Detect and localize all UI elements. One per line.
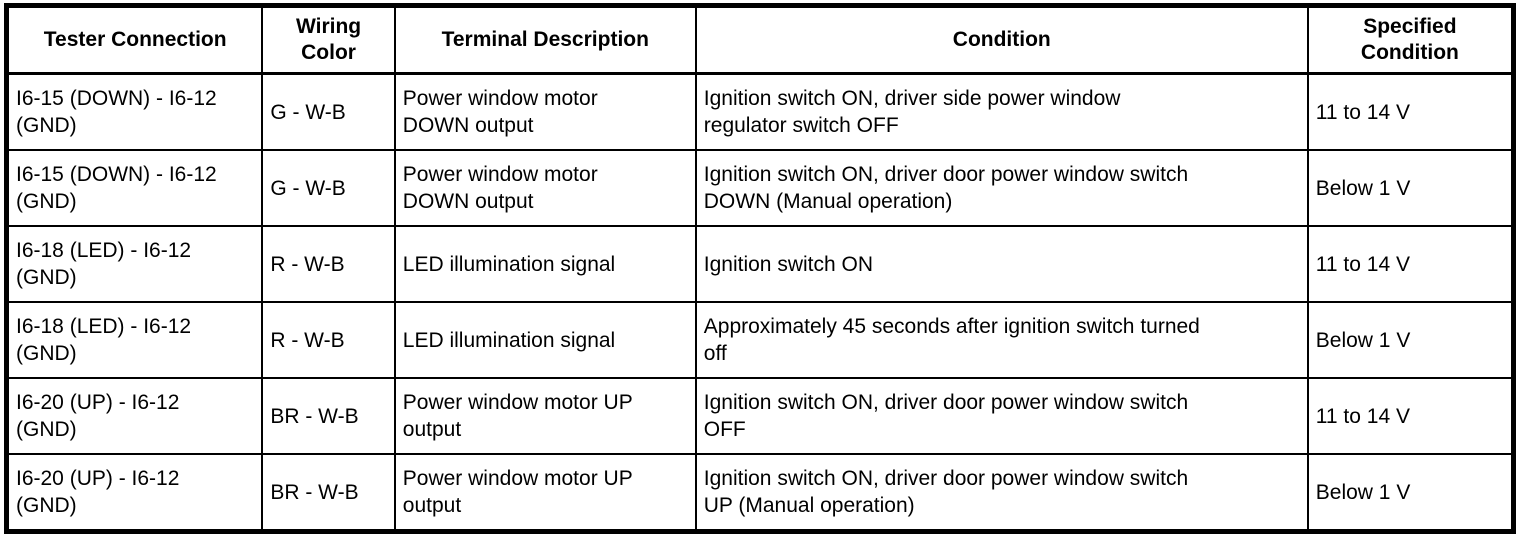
header-row: Tester Connection Wiring Color Terminal … [5, 4, 1515, 75]
column-header-wiring-color: Wiring Color [261, 4, 396, 75]
cell-condition: Ignition switch ON, driver side power wi… [694, 72, 1309, 151]
cell-specified-condition: 11 to 14 V [1306, 225, 1515, 303]
cell-wiring-color: G - W-B [261, 149, 396, 227]
cell-wiring-color: BR - W-B [261, 377, 396, 455]
cell-terminal-description: Power window motor UP output [393, 453, 697, 533]
cell-terminal-description: Power window motor DOWN output [393, 72, 697, 151]
cell-tester-connection: I6-15 (DOWN) - I6-12 (GND) [5, 149, 264, 227]
cell-wiring-color: R - W-B [261, 301, 396, 379]
cell-wiring-color: BR - W-B [261, 453, 396, 533]
cell-terminal-description: Power window motor DOWN output [393, 149, 697, 227]
column-header-condition: Condition [694, 4, 1309, 75]
table-row: I6-18 (LED) - I6-12 (GND) R - W-B LED il… [5, 301, 1515, 379]
table-row: I6-20 (UP) - I6-12 (GND) BR - W-B Power … [5, 377, 1515, 455]
cell-tester-connection: I6-18 (LED) - I6-12 (GND) [5, 225, 264, 303]
cell-condition: Ignition switch ON, driver door power wi… [694, 149, 1309, 227]
table-row: I6-15 (DOWN) - I6-12 (GND) G - W-B Power… [5, 72, 1515, 151]
table-row: I6-15 (DOWN) - I6-12 (GND) G - W-B Power… [5, 149, 1515, 227]
column-header-terminal-description: Terminal Description [393, 4, 697, 75]
table-row: I6-20 (UP) - I6-12 (GND) BR - W-B Power … [5, 453, 1515, 533]
cell-specified-condition: Below 1 V [1306, 301, 1515, 379]
cell-condition: Ignition switch ON [694, 225, 1309, 303]
cell-terminal-description: LED illumination signal [393, 225, 697, 303]
cell-tester-connection: I6-20 (UP) - I6-12 (GND) [5, 377, 264, 455]
cell-condition: Ignition switch ON, driver door power wi… [694, 453, 1309, 533]
cell-condition: Approximately 45 seconds after ignition … [694, 301, 1309, 379]
cell-terminal-description: LED illumination signal [393, 301, 697, 379]
column-header-tester-connection: Tester Connection [5, 4, 264, 75]
cell-terminal-description: Power window motor UP output [393, 377, 697, 455]
terminal-spec-table: Tester Connection Wiring Color Terminal … [4, 3, 1516, 534]
column-header-specified-condition: Specified Condition [1306, 4, 1515, 75]
table-body: I6-15 (DOWN) - I6-12 (GND) G - W-B Power… [5, 72, 1515, 533]
table-header: Tester Connection Wiring Color Terminal … [5, 4, 1515, 75]
cell-tester-connection: I6-15 (DOWN) - I6-12 (GND) [5, 72, 264, 151]
table-row: I6-18 (LED) - I6-12 (GND) R - W-B LED il… [5, 225, 1515, 303]
cell-wiring-color: G - W-B [261, 72, 396, 151]
cell-specified-condition: 11 to 14 V [1306, 377, 1515, 455]
cell-specified-condition: Below 1 V [1306, 453, 1515, 533]
cell-wiring-color: R - W-B [261, 225, 396, 303]
cell-specified-condition: 11 to 14 V [1306, 72, 1515, 151]
cell-condition: Ignition switch ON, driver door power wi… [694, 377, 1309, 455]
cell-specified-condition: Below 1 V [1306, 149, 1515, 227]
cell-tester-connection: I6-18 (LED) - I6-12 (GND) [5, 301, 264, 379]
cell-tester-connection: I6-20 (UP) - I6-12 (GND) [5, 453, 264, 533]
